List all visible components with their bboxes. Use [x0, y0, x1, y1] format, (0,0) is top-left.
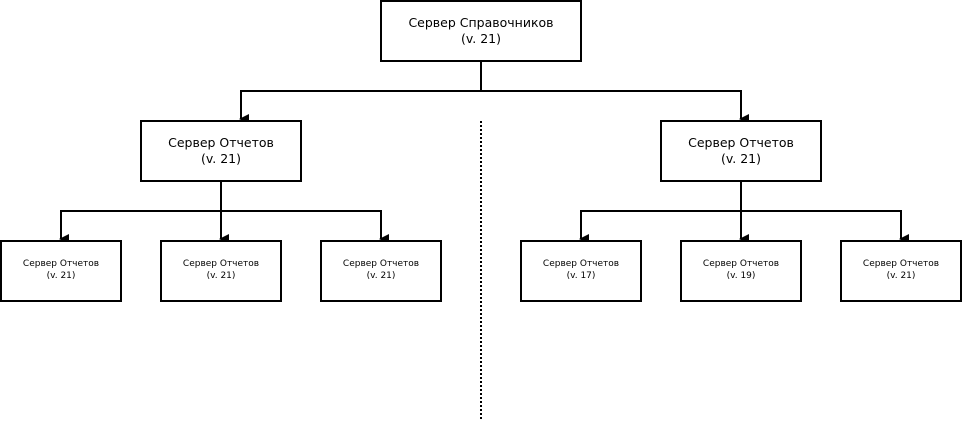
connector-root-to-right: [481, 90, 749, 124]
connector-left-to-child-3: [221, 210, 389, 244]
node-title: Сервер Справочников: [408, 15, 554, 31]
node-version: (v. 21): [720, 151, 762, 166]
node-version: (v. 17): [566, 271, 596, 281]
node-version: (v. 21): [46, 271, 76, 281]
left-group-node: Сервер Отчетов (v. 21): [140, 120, 302, 182]
leaf-node: Сервер Отчетов (v. 21): [0, 240, 122, 302]
leaf-node: Сервер Отчетов (v. 21): [160, 240, 282, 302]
node-title: Сервер Отчетов: [542, 259, 620, 270]
node-version: (v. 21): [206, 271, 236, 281]
node-title: Сервер Отчетов: [22, 259, 100, 270]
connector-right-to-child-3: [741, 210, 909, 244]
leaf-node: Сервер Отчетов (v. 19): [680, 240, 802, 302]
right-group-node: Сервер Отчетов (v. 21): [660, 120, 822, 182]
node-version: (v. 21): [366, 271, 396, 281]
leaf-node: Сервер Отчетов (v. 21): [840, 240, 962, 302]
node-title: Сервер Отчетов: [182, 259, 260, 270]
node-title: Сервер Отчетов: [862, 259, 940, 270]
node-title: Сервер Отчетов: [342, 259, 420, 270]
node-title: Сервер Отчетов: [702, 259, 780, 270]
node-version: (v. 19): [726, 271, 756, 281]
leaf-node: Сервер Отчетов (v. 17): [520, 240, 642, 302]
node-version: (v. 21): [886, 271, 916, 281]
node-title: Сервер Отчетов: [168, 135, 274, 151]
connector-right-to-child-1: [579, 181, 742, 244]
node-title: Сервер Отчетов: [688, 135, 794, 151]
node-version: (v. 21): [460, 31, 502, 46]
node-version: (v. 21): [200, 151, 242, 166]
connector-left-to-child-1: [59, 181, 222, 244]
leaf-node: Сервер Отчетов (v. 21): [320, 240, 442, 302]
root-node: Сервер Справочников (v. 21): [380, 0, 582, 62]
connector-root-to-left: [239, 61, 482, 124]
